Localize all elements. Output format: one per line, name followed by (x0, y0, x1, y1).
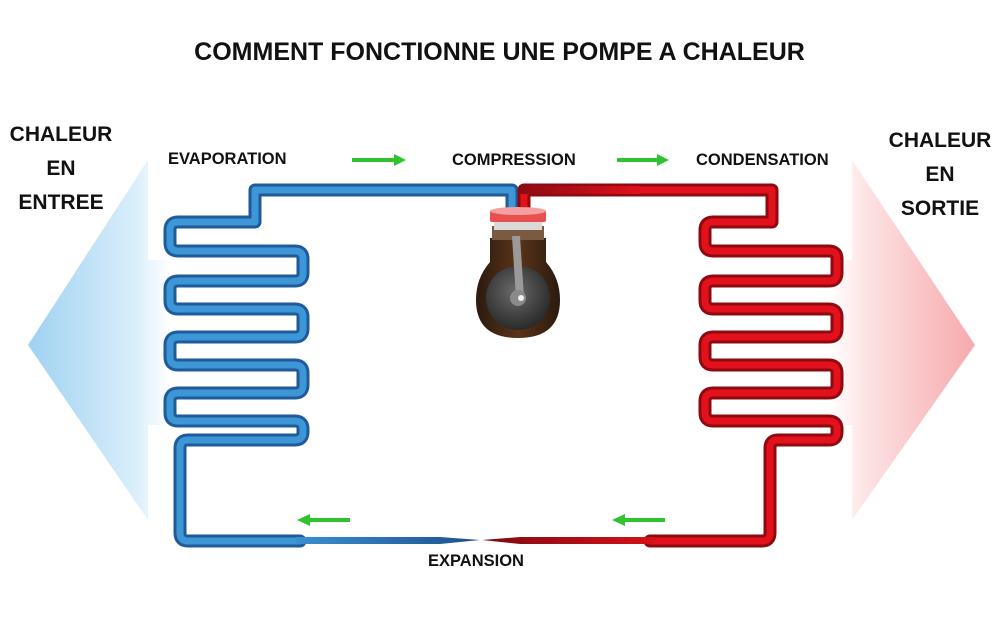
evaporator-coil (163, 183, 519, 548)
heat-out-label-line: EN (925, 163, 955, 186)
heat-in-arrow-icon (28, 160, 170, 520)
evaporation-label: EVAPORATION (168, 150, 287, 168)
heat-in-label: CHALEUR EN ENTREE (2, 118, 120, 220)
expansion-cold-segment (296, 537, 480, 544)
heat-in-label-line: EN (46, 157, 76, 180)
heat-out-label: CHALEUR EN SORTIE (878, 124, 999, 226)
compression-label: COMPRESSION (452, 151, 576, 169)
flow-arrow-icon (612, 514, 665, 526)
diagram-title: COMMENT FONCTIONNE UNE POMPE A CHALEUR (194, 38, 805, 66)
compression-hot-segment (520, 186, 640, 194)
flow-arrow-icon (352, 154, 406, 166)
expansion-hot-segment (482, 537, 655, 544)
heat-out-label-line: CHALEUR (888, 129, 992, 152)
expansion-label: EXPANSION (428, 552, 524, 570)
heat-in-label-line: ENTREE (18, 191, 104, 214)
flow-arrow-icon (617, 154, 669, 166)
heat-out-label-line: SORTIE (900, 197, 980, 220)
heat-in-label-line: CHALEUR (9, 123, 113, 146)
flow-arrow-icon (297, 514, 350, 526)
condensation-label: CONDENSATION (696, 151, 829, 169)
heat-out-arrow-icon (830, 160, 975, 520)
compressor-icon (476, 207, 560, 338)
condenser-coil (517, 183, 844, 548)
